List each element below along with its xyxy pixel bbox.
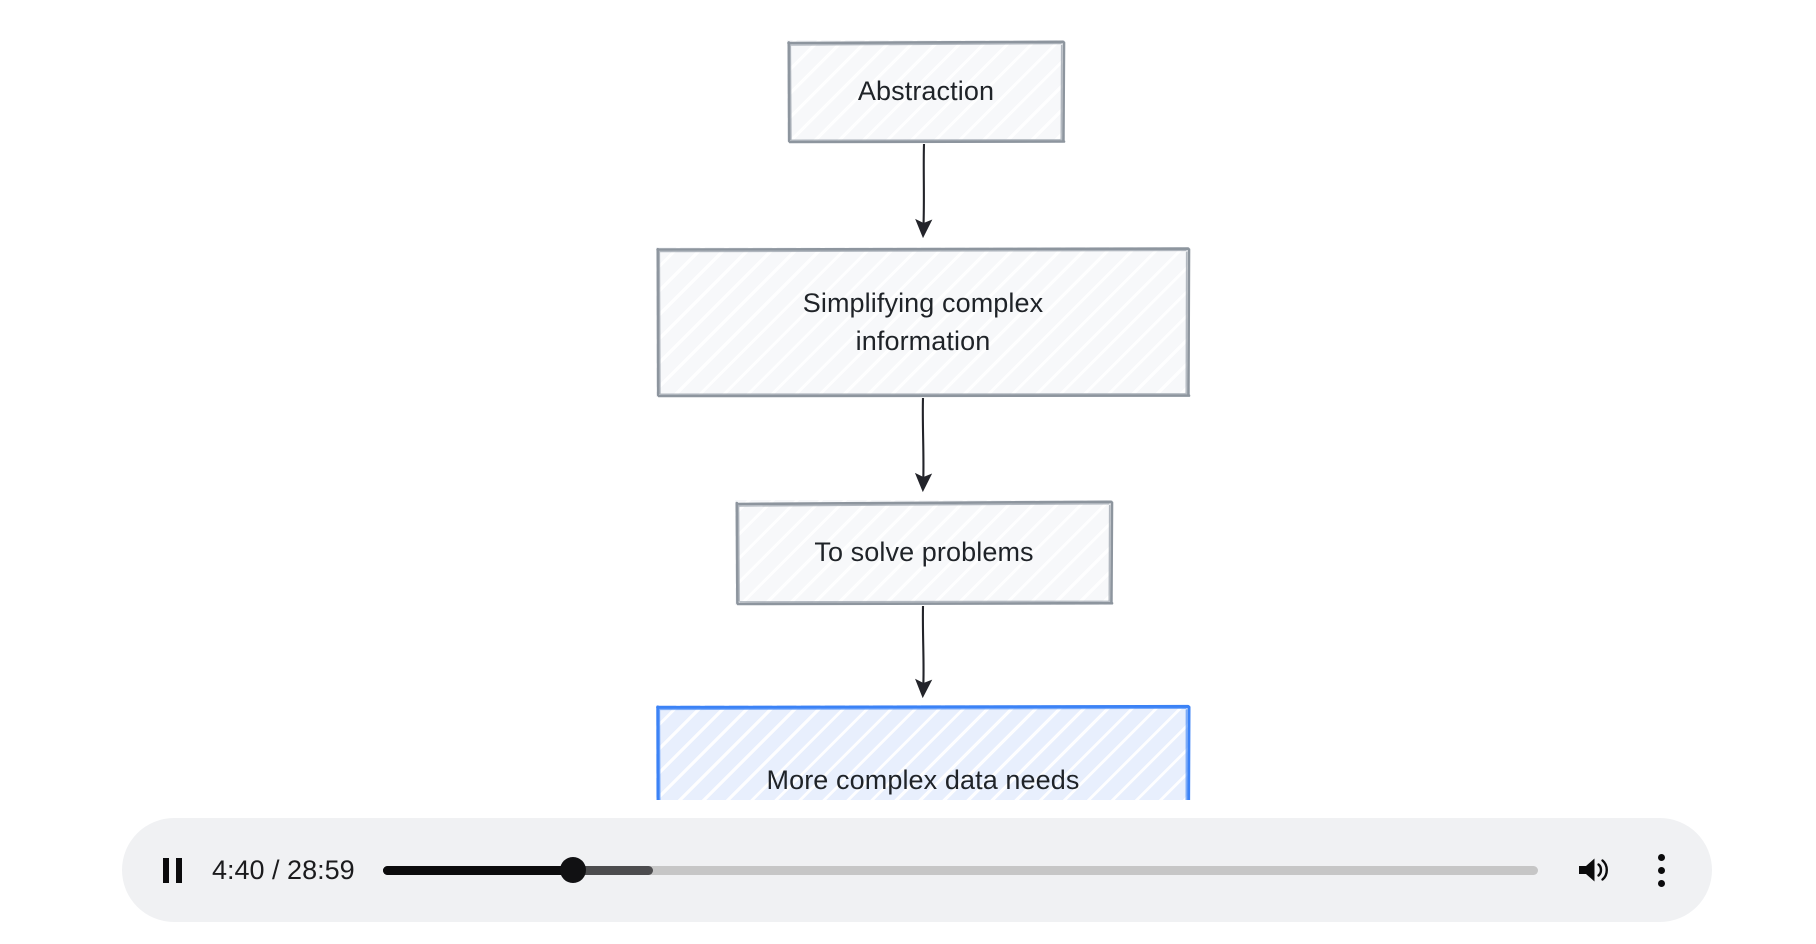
node-label: More complex data needs — [766, 764, 1080, 795]
progress-track[interactable] — [382, 865, 1538, 875]
video-player-controls: 4:40 / 28:59 — [122, 818, 1712, 922]
flow-node-to-solve-problems[interactable]: To solve problems — [735, 500, 1114, 606]
kebab-dot-icon — [1657, 879, 1665, 887]
node-label: Simplifying complex information — [793, 284, 1053, 361]
diagram-canvas: Abstraction Simplifying complex informat… — [656, 40, 1191, 800]
node-label-line2: information — [855, 326, 991, 356]
edge-solve-to-dataneeds — [915, 605, 933, 699]
edge-abstraction-to-simplifying — [915, 143, 933, 239]
progress-thumb-handle[interactable] — [560, 857, 587, 883]
volume-button[interactable] — [1572, 848, 1616, 892]
pause-button[interactable] — [152, 850, 192, 890]
kebab-dot-icon — [1657, 853, 1665, 861]
flow-node-more-complex-data-needs[interactable]: More complex data needs — [656, 704, 1191, 800]
node-label: To solve problems — [814, 537, 1034, 568]
more-options-button[interactable] — [1644, 848, 1678, 892]
node-label: Abstraction — [857, 76, 995, 107]
node-label-line1: Simplifying complex — [802, 287, 1044, 318]
flow-node-simplifying-complex-information[interactable]: Simplifying complex information — [656, 247, 1191, 398]
flow-node-abstraction[interactable]: Abstraction — [787, 40, 1066, 144]
volume-icon — [1579, 858, 1608, 882]
edge-layer — [914, 143, 933, 699]
progress-played — [382, 865, 574, 875]
edge-simplifying-to-solve — [914, 397, 933, 493]
kebab-dot-icon — [1657, 866, 1665, 874]
progress-slider[interactable] — [382, 850, 1538, 890]
time-display: 4:40 / 28:59 — [212, 854, 355, 885]
pause-icon — [162, 857, 182, 883]
